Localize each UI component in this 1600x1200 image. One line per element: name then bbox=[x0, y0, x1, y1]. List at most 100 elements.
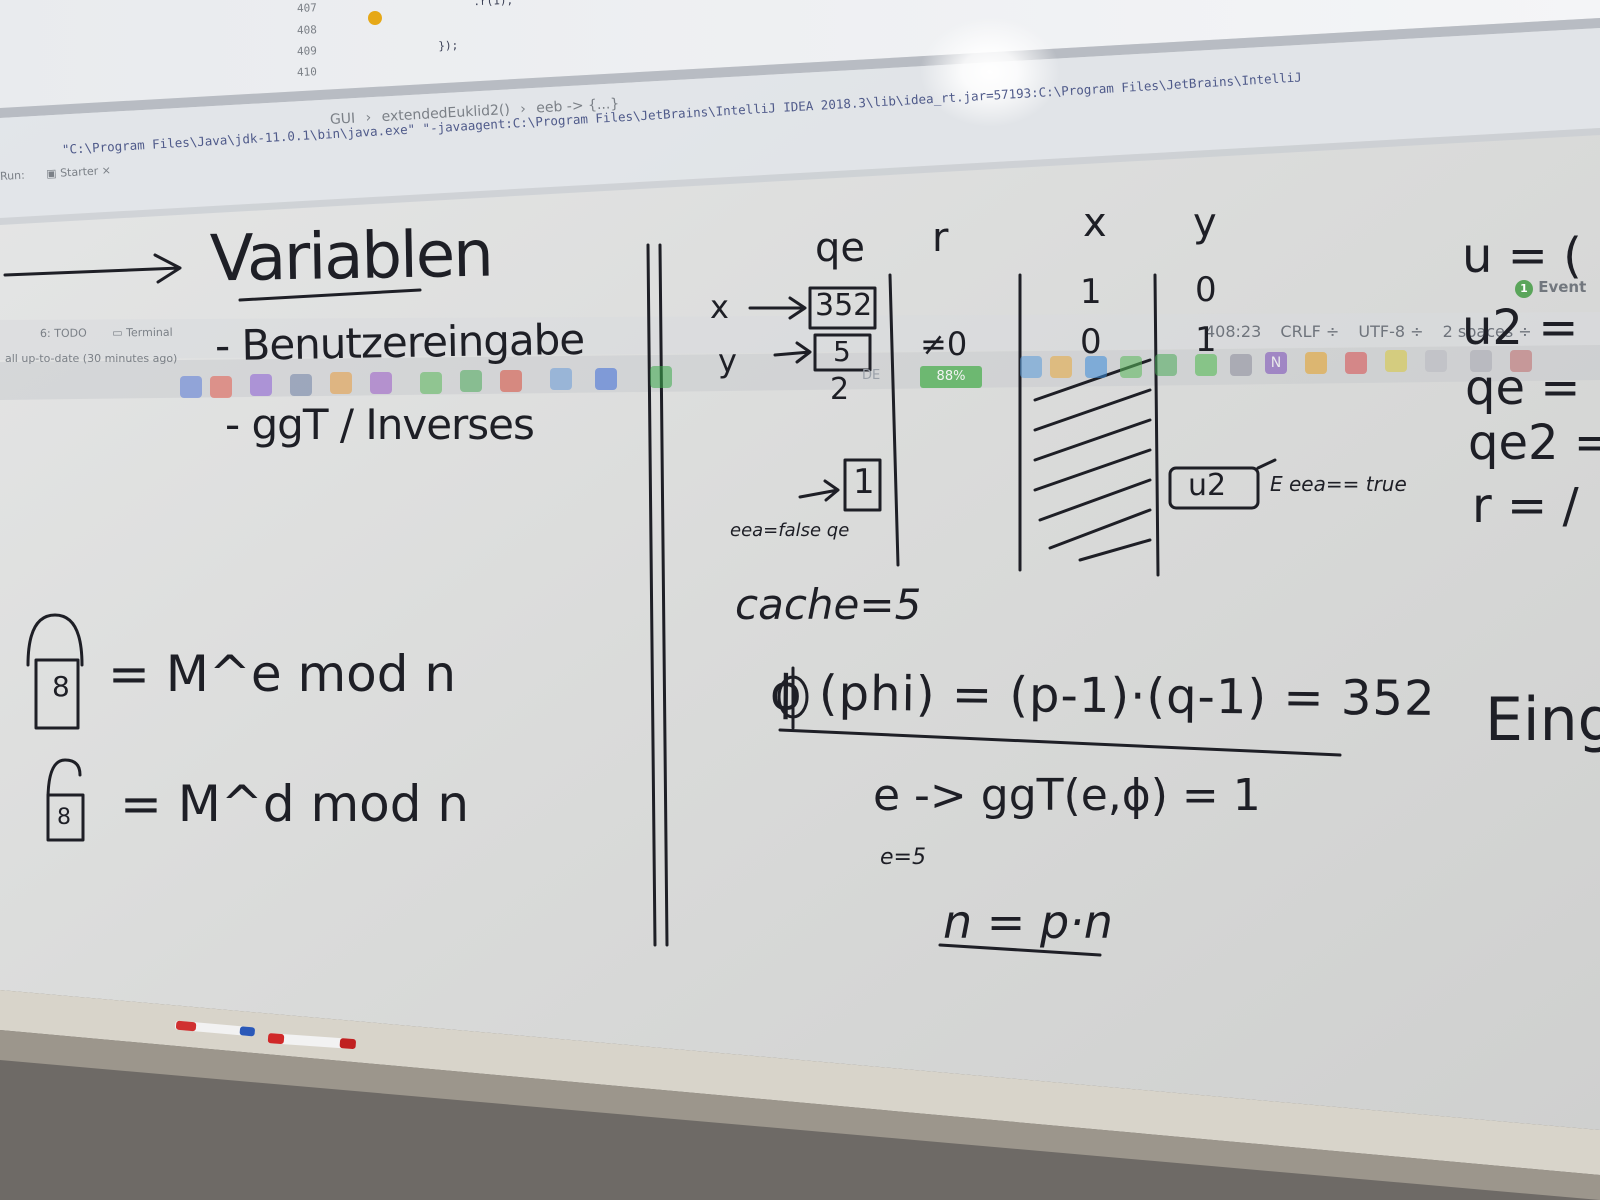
header-x: x bbox=[1083, 200, 1107, 246]
blue-marker[interactable] bbox=[174, 1020, 255, 1037]
qe-5: 5 bbox=[833, 335, 851, 368]
event-log[interactable]: 1 Event bbox=[1515, 278, 1586, 298]
lock-digit-2: 8 bbox=[57, 805, 71, 830]
office-icon[interactable] bbox=[330, 372, 352, 394]
skype-icon[interactable] bbox=[1085, 356, 1107, 378]
ide-run-panel bbox=[0, 28, 1600, 218]
qe-box-5 bbox=[813, 333, 872, 372]
header-y: y bbox=[1193, 200, 1217, 246]
tray-icon[interactable] bbox=[1155, 354, 1177, 376]
status-message-text: all up-to-date (30 minutes ago) bbox=[5, 352, 178, 365]
line-number: 409 bbox=[296, 44, 318, 58]
phi-underline bbox=[778, 728, 1342, 757]
tray-icon[interactable] bbox=[1385, 350, 1407, 372]
powerpoint-icon[interactable] bbox=[500, 370, 522, 392]
file-encoding[interactable]: UTF-8 ÷ bbox=[1358, 322, 1424, 341]
status-message: all up-to-date (30 minutes ago) bbox=[5, 352, 177, 365]
open-lock-icon bbox=[46, 758, 85, 842]
header-r: r bbox=[932, 215, 949, 261]
header-qe: qe bbox=[815, 225, 865, 271]
line-number: 407 bbox=[296, 1, 318, 15]
chrome-icon[interactable] bbox=[210, 376, 232, 398]
caret-position[interactable]: 408:23 bbox=[1205, 322, 1262, 341]
whiteboard-title: Variablen bbox=[209, 217, 493, 297]
tab-terminal[interactable]: Terminal bbox=[126, 325, 173, 340]
right-var-qe2: qe2 = bbox=[1468, 415, 1600, 471]
code-line-410: 410 bbox=[297, 65, 317, 79]
status-right: 408:23 CRLF ÷ UTF-8 ÷ 2 spaces ÷ bbox=[1205, 322, 1532, 341]
word-icon[interactable] bbox=[595, 368, 617, 390]
cache-value: cache=5 bbox=[735, 580, 922, 629]
taskbar-app-icon[interactable] bbox=[180, 376, 202, 398]
battery-label: 88% bbox=[936, 369, 966, 384]
row-label-y: y bbox=[718, 342, 737, 380]
taskbar-app-icon[interactable] bbox=[290, 374, 312, 396]
tray-icon[interactable] bbox=[1425, 350, 1447, 372]
table-line-3 bbox=[1153, 273, 1160, 577]
encrypt-formula: = M^e mod n bbox=[108, 645, 457, 703]
taskbar-app-icon[interactable] bbox=[650, 366, 672, 388]
n-formula: n = p·n bbox=[943, 895, 1113, 949]
line-number: 410 bbox=[296, 65, 318, 79]
tray-icon[interactable] bbox=[1020, 356, 1042, 378]
y-arrow bbox=[773, 341, 812, 364]
terminal-icon: ▭ bbox=[112, 326, 123, 340]
network-icon[interactable] bbox=[1470, 350, 1492, 372]
qe-2: 2 bbox=[830, 372, 850, 407]
taskbar-app-icon[interactable] bbox=[250, 374, 272, 396]
taskbar-app-icon[interactable] bbox=[550, 368, 572, 390]
taskbar-app-icon[interactable] bbox=[420, 372, 442, 394]
decrypt-formula: = M^d mod n bbox=[120, 775, 470, 833]
title-underline bbox=[238, 288, 422, 302]
tray-icon[interactable] bbox=[1120, 356, 1142, 378]
qe-box-352 bbox=[808, 286, 877, 330]
title-arrow bbox=[3, 253, 182, 284]
e-formula: e -> ggT(e,ϕ) = 1 bbox=[873, 770, 1261, 821]
y-row2: 1 bbox=[1195, 320, 1217, 360]
bullet-user-input: - Benutzereingabe bbox=[214, 314, 585, 371]
right-var-u2: u2 = bbox=[1462, 300, 1579, 356]
marker-tray bbox=[0, 990, 1600, 1175]
event-log-label: Event bbox=[1538, 278, 1587, 296]
tray-icon[interactable] bbox=[1345, 352, 1367, 374]
onenote-icon[interactable]: N bbox=[1265, 352, 1287, 374]
table-line-1 bbox=[888, 273, 900, 567]
result-value: 1 bbox=[853, 462, 875, 502]
run-tab-label: Starter bbox=[59, 164, 99, 180]
indent-setting[interactable]: 2 spaces ÷ bbox=[1442, 322, 1532, 341]
tray-icon[interactable] bbox=[1230, 354, 1252, 376]
volume-icon[interactable] bbox=[1510, 350, 1532, 372]
row-label-x: x bbox=[710, 288, 729, 326]
board-divider-line bbox=[646, 243, 669, 947]
ide-status-bar bbox=[0, 312, 1600, 360]
code-line-408: 408 bbox=[297, 23, 317, 37]
phi-formula: ϕ (phi) = (p-1)·(q-1) = 352 bbox=[769, 665, 1436, 727]
tray-icon[interactable] bbox=[1195, 354, 1217, 376]
taskbar-app-icon[interactable] bbox=[370, 372, 392, 394]
red-marker[interactable] bbox=[267, 1033, 356, 1049]
x-row1: 1 bbox=[1080, 272, 1102, 312]
qe-352: 352 bbox=[815, 288, 873, 323]
language-label: DE bbox=[862, 368, 881, 383]
excel-icon[interactable] bbox=[460, 370, 482, 392]
outlook-icon[interactable] bbox=[1305, 352, 1327, 374]
e-value: e=5 bbox=[880, 845, 926, 870]
lightbulb-icon[interactable] bbox=[368, 11, 382, 25]
eea-false-note: eea=false qe bbox=[730, 520, 850, 541]
right-var-r: r = / bbox=[1472, 478, 1579, 534]
x-arrow bbox=[748, 296, 807, 320]
line-separator[interactable]: CRLF ÷ bbox=[1280, 322, 1340, 341]
right-word-eing: Eing bbox=[1485, 685, 1600, 755]
result-box bbox=[843, 458, 882, 512]
event-count-badge: 1 bbox=[1515, 280, 1533, 298]
battery-indicator[interactable]: 88% bbox=[920, 366, 982, 388]
result-arrow bbox=[798, 479, 840, 502]
tray-icon[interactable] bbox=[1050, 356, 1072, 378]
line-number: 408 bbox=[296, 23, 318, 37]
u2-box bbox=[1168, 466, 1260, 510]
r-row2: ≠0 bbox=[920, 325, 968, 363]
language-indicator[interactable]: DE bbox=[862, 368, 880, 383]
n-underline bbox=[938, 943, 1102, 957]
projector-glare bbox=[920, 17, 1060, 127]
tab-todo[interactable]: 6: TODO bbox=[39, 326, 87, 340]
